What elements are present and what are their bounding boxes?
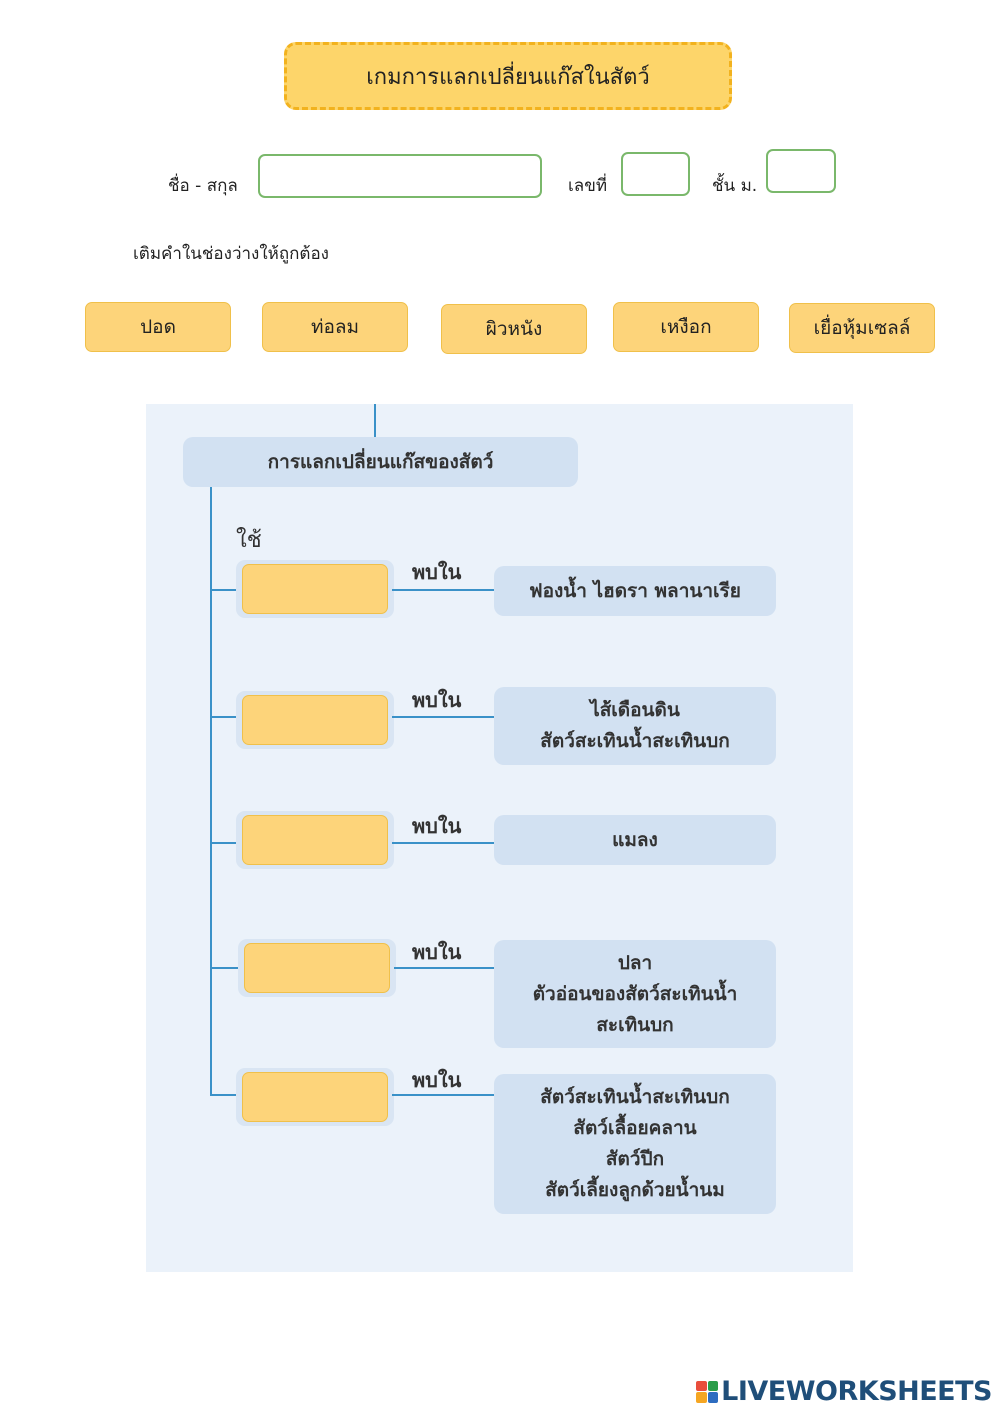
number-label: เลขที่ (568, 176, 608, 196)
description-line: ฟองน้ำ ไฮดรา พลานาเรีย (529, 579, 741, 602)
found-in-label: พบใน (412, 814, 462, 838)
connector-line (394, 967, 498, 969)
answer-slot-1[interactable] (242, 564, 388, 614)
brand-name: LIVEWORKSHEETS (721, 1376, 992, 1407)
connector-line (392, 842, 496, 844)
found-in-label: พบใน (412, 688, 462, 712)
answer-slot-3[interactable] (242, 815, 388, 865)
connector-line (210, 1094, 242, 1096)
description-line: ปลา (617, 951, 653, 974)
name-label: ชื่อ - สกุล (168, 176, 238, 196)
number-field[interactable] (621, 152, 690, 196)
description-line: สัตว์สะเทินน้ำสะเทินบก (540, 1086, 730, 1108)
answer-slot-5[interactable] (242, 1072, 388, 1122)
description-box-3: แมลง (494, 815, 776, 865)
logo-square (696, 1380, 707, 1391)
diagram-root: การแลกเปลี่ยนแก๊สของสัตว์ (183, 437, 578, 487)
found-in-label: พบใน (412, 940, 462, 964)
answer-slot-container (236, 691, 394, 749)
found-in-label: พบใน (412, 1068, 462, 1092)
answer-slot-container (236, 811, 394, 869)
logo-square (707, 1392, 719, 1403)
description-line: ไส้เดือนดิน (590, 699, 680, 721)
connector-line (210, 716, 242, 718)
liveworksheets-brand[interactable]: LIVEWORKSHEETS (696, 1376, 992, 1407)
description-line: แมลง (612, 828, 658, 851)
answer-slot-container (238, 939, 396, 997)
connector-line (392, 589, 496, 591)
liveworksheets-logo-icon (696, 1380, 719, 1403)
class-label: ชั้น ม. (712, 176, 758, 196)
found-in-label: พบใน (412, 560, 462, 584)
choice-gills[interactable]: เหงือก (613, 302, 759, 352)
choice-trachea[interactable]: ท่อลม (262, 302, 408, 352)
answer-slot-2[interactable] (242, 695, 388, 745)
answer-slot-container (236, 1068, 394, 1126)
connector-line (374, 404, 376, 438)
description-line: สัตว์สะเทินน้ำสะเทินบก (540, 730, 730, 752)
choice-lungs[interactable]: ปอด (85, 302, 231, 352)
instruction-text: เติมคำในช่องว่างให้ถูกต้อง (133, 244, 329, 264)
description-line: ตัวอ่อนของสัตว์สะเทินน้ำ (532, 982, 738, 1005)
connector-line (210, 589, 242, 591)
description-line: สะเทินบก (596, 1013, 674, 1036)
description-box-1: ฟองน้ำ ไฮดรา พลานาเรีย (494, 566, 776, 616)
connector-line (210, 967, 242, 969)
description-box-5: สัตว์สะเทินน้ำสะเทินบก สัตว์เลื้อยคลาน ส… (494, 1074, 776, 1214)
use-label: ใช้ (236, 528, 262, 553)
class-field[interactable] (766, 149, 836, 193)
description-line: สัตว์เลี้ยงลูกด้วยน้ำนม (545, 1179, 725, 1201)
logo-square (696, 1392, 707, 1403)
description-line: สัตว์ปีก (605, 1148, 665, 1170)
description-box-2: ไส้เดือนดิน สัตว์สะเทินน้ำสะเทินบก (494, 687, 776, 765)
description-box-4: ปลา ตัวอ่อนของสัตว์สะเทินน้ำ สะเทินบก (494, 940, 776, 1048)
answer-slot-4[interactable] (244, 943, 390, 993)
answer-slot-container (236, 560, 394, 618)
connector-line (210, 487, 212, 1095)
logo-square (707, 1380, 719, 1391)
worksheet-title: เกมการแลกเปลี่ยนแก๊สในสัตว์ (284, 42, 732, 110)
description-line: สัตว์เลื้อยคลาน (573, 1117, 697, 1139)
connector-line (392, 1094, 496, 1096)
choice-skin[interactable]: ผิวหนัง (441, 304, 587, 354)
name-field[interactable] (258, 154, 542, 198)
connector-line (392, 716, 496, 718)
connector-line (210, 842, 242, 844)
choice-cell-membrane[interactable]: เยื่อหุ้มเซลล์ (789, 303, 935, 353)
